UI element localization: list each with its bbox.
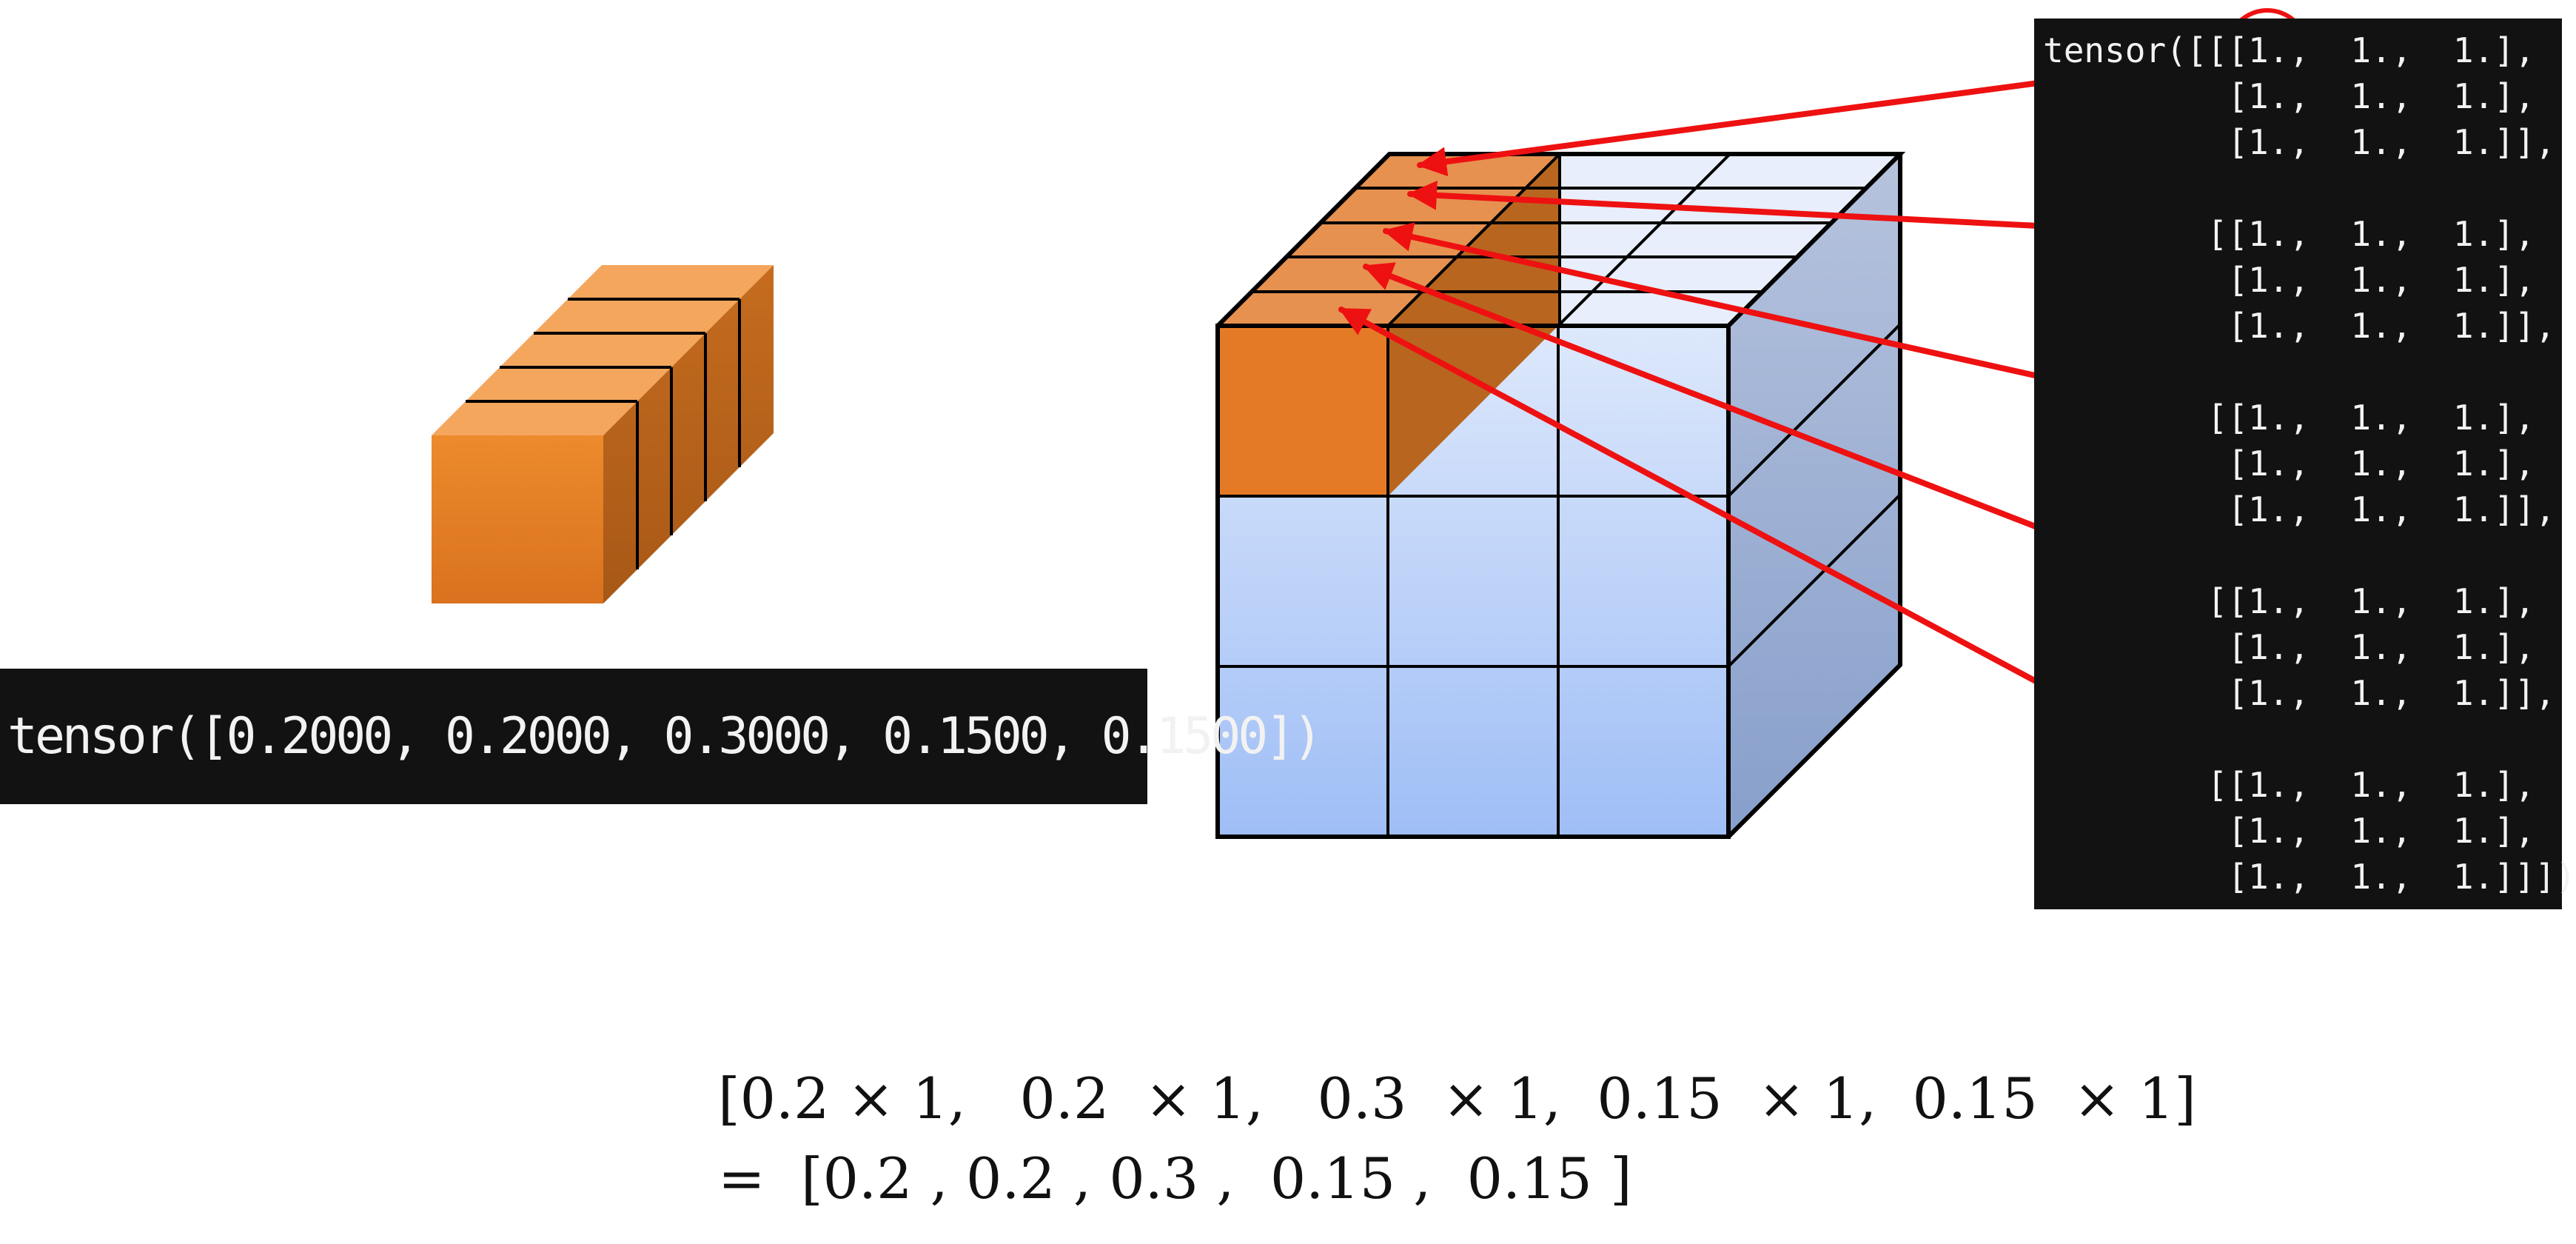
left-tensor-text: tensor([0.2000, 0.2000, 0.3000, 0.1500, … [7, 707, 1323, 766]
tensor-line: [[1., 1., 1.], [2043, 581, 2535, 621]
vector-block [432, 265, 774, 603]
tensor-line: [1., 1., 1.]], [2043, 489, 2556, 529]
right-tensor-output: tensor([[[1., 1., 1.], [1., 1., 1.], [1.… [2034, 19, 2576, 909]
formula-line-2: = [0.2 , 0.2 , 0.3 , 0.15 , 0.15 ] [718, 1146, 1632, 1211]
tensor-line: [1., 1., 1.], [2043, 260, 2535, 300]
tensor-line: [1., 1., 1.]]]) [2043, 857, 2576, 897]
tensor-line: [1., 1., 1.]], [2043, 306, 2556, 346]
vector-block-top [432, 265, 774, 435]
vector-block-side [603, 265, 774, 603]
tensor-line: [1., 1., 1.], [2043, 444, 2535, 484]
tensor-cube [1215, 152, 1906, 839]
tensor-line: [1., 1., 1.], [2043, 76, 2535, 116]
tensor-line: [1., 1., 1.], [2043, 627, 2535, 667]
tensor-line: [[1., 1., 1.], [2043, 214, 2535, 254]
highlight-slice-front [1218, 326, 1388, 496]
tensor-line: [[1., 1., 1.], [2043, 765, 2535, 805]
formula: [0.2 × 1, 0.2 × 1, 0.3 × 1, 0.15 × 1, 0.… [718, 1059, 2196, 1219]
tensor-line: tensor([[[1., 1., 1.], [2043, 30, 2535, 70]
left-tensor-output: tensor([0.2000, 0.2000, 0.3000, 0.1500, … [0, 669, 1323, 804]
tensor-line: [1., 1., 1.]], [2043, 673, 2556, 713]
tensor-line: [1., 1., 1.], [2043, 811, 2535, 851]
tensor-line: [[1., 1., 1.], [2043, 398, 2535, 438]
tensor-line: [1., 1., 1.]], [2043, 122, 2556, 162]
cube-right-face [1728, 154, 1900, 837]
formula-line-1: [0.2 × 1, 0.2 × 1, 0.3 × 1, 0.15 × 1, 0.… [718, 1066, 2196, 1131]
vector-block-front [432, 435, 603, 603]
